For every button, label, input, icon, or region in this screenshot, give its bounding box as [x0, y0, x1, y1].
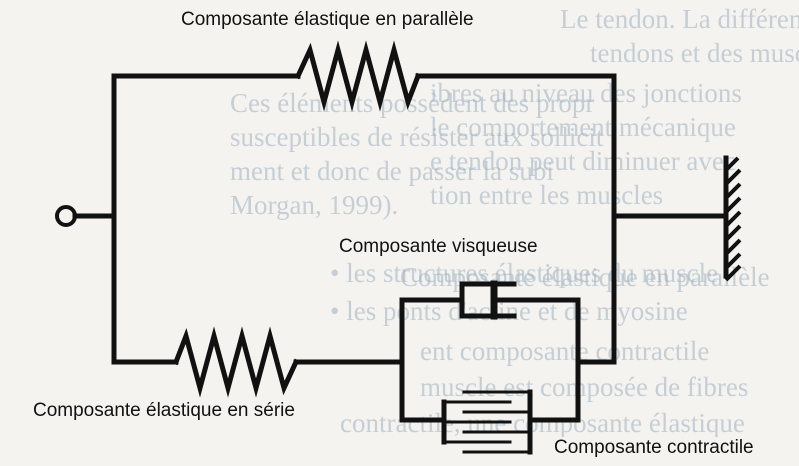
background-text-line: e tendon peut diminuer avec	[430, 146, 736, 176]
label-parallel-elastic: Composante élastique en parallèle	[178, 9, 477, 31]
background-text-line: Morgan, 1999).	[230, 190, 399, 220]
wall-hatching	[724, 156, 742, 282]
label-series-elastic: Composante élastique en série	[30, 400, 298, 422]
background-text-line: • les structures élastiques du muscle	[330, 258, 719, 288]
input-node	[55, 205, 77, 227]
background-text-line: ibres au niveau des jonctions	[430, 78, 742, 108]
label-viscous: Composante visqueuse	[336, 236, 541, 258]
series-elastic-spring	[172, 326, 300, 398]
background-text-line: tion entre les muscles	[430, 180, 664, 210]
background-text-line: Le tendon. La différence	[560, 4, 799, 34]
background-text-line: tendons et des muscles. Les	[590, 38, 799, 68]
background-text-line: muscle est composée de fibres	[420, 372, 749, 402]
label-contractile: Composante contractile	[551, 437, 757, 459]
background-text-line: le comportement mécanique	[430, 112, 736, 142]
dashpot-cylinder	[459, 281, 517, 319]
background-text-line: ment et donc de passer la subi	[230, 156, 554, 186]
parallel-elastic-spring	[294, 40, 422, 112]
background-text-line: contractile, une composante élastique	[340, 408, 745, 438]
background-text-line: ent composante contractile	[420, 336, 710, 366]
background-text-line: susceptibles de résister aux sollicit	[230, 122, 604, 152]
